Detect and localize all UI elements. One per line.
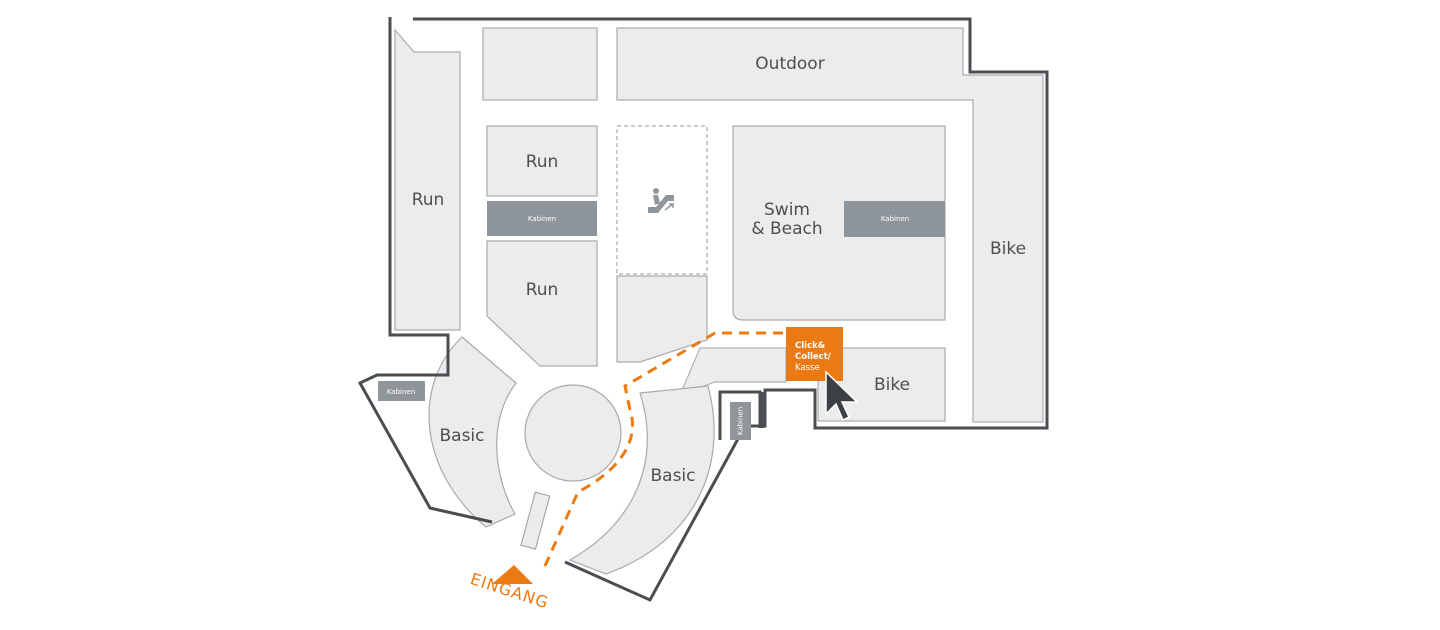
zone-top-left[interactable] xyxy=(482,27,598,101)
kasse-line3: Kasse xyxy=(795,363,820,373)
cursor-pointer-icon xyxy=(825,370,859,422)
zone-run-left[interactable] xyxy=(394,28,461,331)
cabin-swim[interactable] xyxy=(844,201,945,237)
escalator-icon xyxy=(648,188,674,213)
label-run-top: Run xyxy=(526,152,559,172)
kasse-line1: Click& xyxy=(795,341,826,351)
zone-basic-left[interactable] xyxy=(428,336,517,528)
zone-run-bottom[interactable] xyxy=(486,240,598,367)
label-swim-1: Swim xyxy=(764,200,810,220)
zone-outdoor-bike[interactable] xyxy=(616,27,1044,423)
zone-roundabout xyxy=(524,384,622,482)
cabin-center[interactable] xyxy=(487,201,597,236)
label-swim-2: & Beach xyxy=(751,219,822,239)
left-wall xyxy=(357,17,493,524)
cabin-vertical-label: Kabinen xyxy=(737,407,745,435)
click-collect-kasse[interactable] xyxy=(786,327,843,381)
label-run-bottom: Run xyxy=(526,280,559,300)
route-to-kasse xyxy=(543,331,786,567)
cabin-left[interactable] xyxy=(378,381,425,401)
zone-swim-beach[interactable] xyxy=(732,125,946,321)
label-basic-center: Basic xyxy=(650,466,695,486)
cabin-swim-label: Kabinen xyxy=(881,215,909,223)
inner-wall-right xyxy=(718,390,762,440)
triangle-icon xyxy=(492,565,533,584)
kasse-line2: Collect/ xyxy=(795,352,832,362)
zone-escalator-lower[interactable] xyxy=(616,275,708,363)
outer-wall xyxy=(413,17,1049,602)
escalator-area xyxy=(616,125,708,275)
label-bike-right: Bike xyxy=(990,239,1026,259)
cabin-center-label: Kabinen xyxy=(528,215,556,223)
zone-basic-center[interactable] xyxy=(568,385,715,575)
label-outdoor: Outdoor xyxy=(755,54,824,74)
zone-entrance-bar xyxy=(520,491,551,550)
zone-run-top[interactable] xyxy=(486,125,598,197)
label-basic-left: Basic xyxy=(439,426,484,446)
cabin-left-label: Kabinen xyxy=(387,388,415,396)
label-bike-bottom: Bike xyxy=(874,375,910,395)
cabin-vertical[interactable] xyxy=(730,402,751,440)
label-run-left: Run xyxy=(412,190,445,210)
zone-corridor xyxy=(678,347,787,397)
